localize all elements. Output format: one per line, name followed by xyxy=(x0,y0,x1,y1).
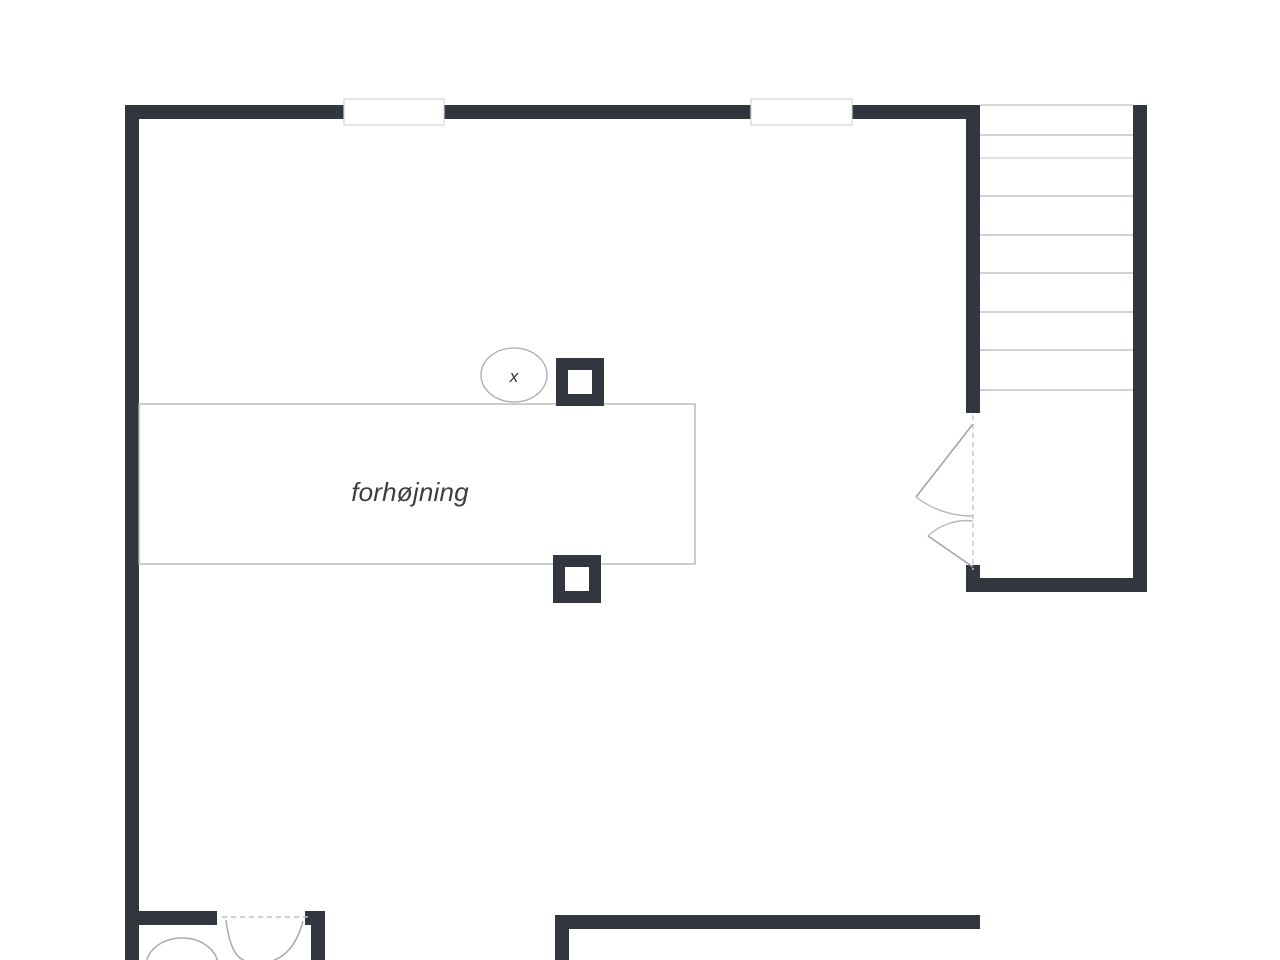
door-swing-arc-lower xyxy=(927,519,974,537)
door-leaf-lower[interactable] xyxy=(927,535,974,568)
wall-left-exterior xyxy=(125,105,139,960)
bathroom-fixture-bowl xyxy=(146,937,218,960)
door-leaf-upper[interactable] xyxy=(915,423,974,498)
marker-ellipse-x-group: x xyxy=(480,347,548,403)
walls-group xyxy=(125,105,1147,960)
wall-bottom-main xyxy=(555,915,980,929)
wall-bathroom-right xyxy=(311,911,325,960)
bathroom-door-leaf-right[interactable] xyxy=(273,920,304,960)
window-top-left xyxy=(343,98,445,126)
marker-label: x xyxy=(509,367,519,386)
raised-platform-group: forhøjning xyxy=(138,403,696,565)
bathroom-group xyxy=(146,916,308,960)
staircase-group xyxy=(980,104,1133,391)
windows-group xyxy=(343,98,853,126)
bathroom-door-leaf-left[interactable] xyxy=(225,919,245,960)
wall-stair-bottom xyxy=(966,578,1147,592)
raised-platform-outline xyxy=(138,403,696,565)
wall-stair-partition-upper xyxy=(966,105,980,413)
wall-right-exterior xyxy=(1133,105,1147,592)
window-top-right xyxy=(750,98,853,126)
marker-ellipse xyxy=(480,347,548,403)
wall-bottom-main-return xyxy=(555,915,569,960)
column-lower xyxy=(553,555,601,603)
wall-bathroom-top-left xyxy=(139,911,217,925)
raised-platform-label: forhøjning xyxy=(351,477,469,507)
columns-group xyxy=(553,358,604,603)
column-upper xyxy=(556,358,604,406)
double-door-right-group[interactable] xyxy=(915,415,974,570)
door-swing-arc-upper xyxy=(915,496,974,517)
